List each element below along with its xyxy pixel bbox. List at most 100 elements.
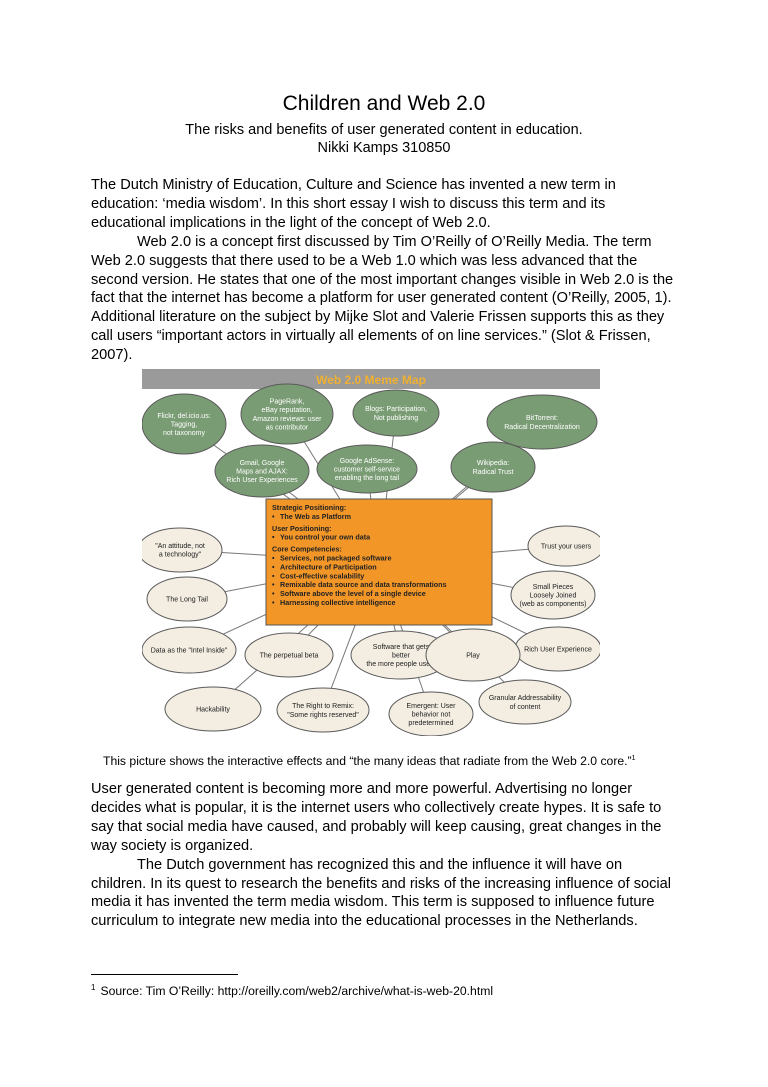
bubble-label: The Long Tail: [166, 596, 208, 603]
bubble-label: the more people use it: [366, 661, 435, 668]
meme-bubble-adsense: Google AdSense: customer self-serviceenab…: [316, 444, 418, 494]
core-box-item: Software above the level of a single dev…: [280, 589, 426, 598]
bubble-label: Rich User Experiences: [226, 477, 298, 484]
bullet: •: [272, 598, 275, 607]
paragraph: The Dutch government has recognized this…: [91, 856, 672, 930]
meme-bubble-perpetual: The perpetual beta: [244, 632, 334, 678]
bubble-label: Rich User Experience: [524, 646, 592, 653]
meme-bubble-play: Play: [425, 628, 521, 682]
core-box-item: Architecture of Participation: [280, 562, 377, 571]
core-box: Strategic Positioning:•The Web as Platfo…: [265, 498, 493, 626]
core-box-item: Cost-effective scalability: [280, 571, 364, 580]
bullet: •: [272, 589, 275, 598]
bubble-label: BitTorrent:: [526, 415, 558, 422]
bubble-label: not taxonomy: [163, 430, 206, 437]
bubble-label: a technology": [159, 552, 202, 559]
bubble-shape: [478, 679, 572, 725]
document-subtitle: The risks and benefits of user generated…: [185, 122, 583, 138]
bubble-label: Wikipedia:: [477, 460, 509, 467]
meme-bubble-attitude: "An attitude, not a technology": [142, 527, 223, 573]
bubble-label: customer self-service: [334, 467, 400, 474]
bubble-label: Radical Trust: [473, 469, 514, 476]
core-box-heading: User Positioning:: [272, 524, 332, 533]
bubble-label: better: [392, 652, 411, 659]
meme-bubble-intelinside: Data as the "Intel Inside": [142, 626, 237, 674]
core-box-heading: Core Competencies:: [272, 545, 342, 554]
bubble-label: Google AdSense:: [340, 458, 395, 465]
bubble-label: "Some rights reserved": [287, 712, 359, 719]
bubble-label: (web as components): [520, 601, 587, 608]
bullet: •: [272, 512, 275, 521]
bullet: •: [272, 562, 275, 571]
bubble-label: "An attitude, not: [155, 543, 205, 550]
bubble-shape: [142, 527, 223, 573]
bubble-shape: [142, 393, 227, 455]
bubble-label: Gmail, Google: [240, 460, 285, 467]
bubble-label: Granular Addressability: [489, 695, 562, 702]
bubble-shape: [244, 632, 334, 678]
paragraph: Web 2.0 is a concept first discussed by …: [91, 233, 674, 364]
bullet: •: [272, 580, 275, 589]
bubble-label: Maps and AJAX:: [236, 469, 288, 476]
bubble-shape: [142, 626, 237, 674]
bubble-shape: [527, 525, 600, 567]
meme-bubble-hackability: Hackability: [164, 686, 262, 732]
bubble-label: The perpetual beta: [260, 652, 319, 659]
bubble-label: Play: [466, 652, 480, 659]
bubble-label: Radical Decentralization: [504, 424, 580, 431]
bubble-label: Loosely Joined: [530, 592, 577, 599]
meme-bubble-flickr: Flickr, del.icio.us: Tagging,not taxonomy: [142, 393, 227, 455]
bubble-shape: [240, 383, 334, 445]
meme-bubble-pagerank: PageRank,eBay reputation, Amazon reviews:…: [240, 383, 334, 445]
meme-bubble-richuser: Rich User Experience: [514, 626, 600, 672]
bubble-shape: [425, 628, 521, 682]
bubble-label: Not publishing: [374, 415, 418, 422]
caption-text: This picture shows the interactive effec…: [103, 754, 632, 769]
bubble-label: Flickr, del.icio.us:: [157, 413, 210, 420]
bubble-shape: [316, 444, 418, 494]
core-box-item: Services, not packaged software: [280, 554, 391, 563]
bubble-label: behavior not: [412, 711, 451, 718]
bubble-shape: [164, 686, 262, 732]
meme-bubble-longtail: The Long Tail: [146, 576, 228, 622]
bubble-label: eBay reputation,: [262, 407, 313, 414]
core-box-item: Harnessing collective intelligence: [280, 598, 395, 607]
bubble-shape: [388, 691, 474, 736]
footnote-marker: 1: [631, 755, 636, 762]
figure-caption: This picture shows the interactive effec…: [103, 751, 636, 769]
footnote-number: 1: [91, 983, 96, 992]
bubble-shape: [450, 441, 536, 493]
bubble-shape: [276, 687, 370, 733]
bubble-label: of content: [510, 704, 541, 711]
bubble-label: Data as the "Intel Inside": [151, 647, 228, 654]
bubble-label: enabling the long tail: [335, 475, 400, 482]
meme-bubble-blogs: Blogs: Participation,Not publishing: [352, 389, 440, 437]
bubble-label: Trust your users: [541, 543, 592, 550]
paragraph: The Dutch Ministry of Education, Culture…: [91, 177, 616, 231]
bubble-label: predetermined: [408, 720, 453, 727]
bubble-label: Emergent: User: [406, 703, 456, 710]
bullet: •: [272, 571, 275, 580]
main-section: User generated content is becoming more …: [91, 780, 681, 931]
bubble-shape: [510, 570, 596, 620]
bubble-label: Tagging,: [171, 422, 198, 429]
intro-section: The Dutch Ministry of Education, Culture…: [91, 176, 681, 365]
bubble-shape: [146, 576, 228, 622]
bubble-label: as contributor: [266, 424, 309, 431]
bubble-label: Small Pieces: [533, 584, 574, 591]
meme-bubble-wikipedia: Wikipedia: Radical Trust: [450, 441, 536, 493]
meme-bubble-trust: Trust your users: [527, 525, 600, 567]
core-box-item: You control your own data: [280, 533, 371, 542]
bubble-label: Amazon reviews: user: [253, 416, 323, 423]
bubble-shape: [214, 444, 310, 498]
bullet: •: [272, 533, 275, 542]
bubble-label: The Right to Remix:: [292, 703, 354, 710]
core-box-heading: Strategic Positioning:: [272, 503, 346, 512]
document-title: Children and Web 2.0: [282, 92, 486, 115]
bubble-label: PageRank,: [270, 399, 305, 406]
